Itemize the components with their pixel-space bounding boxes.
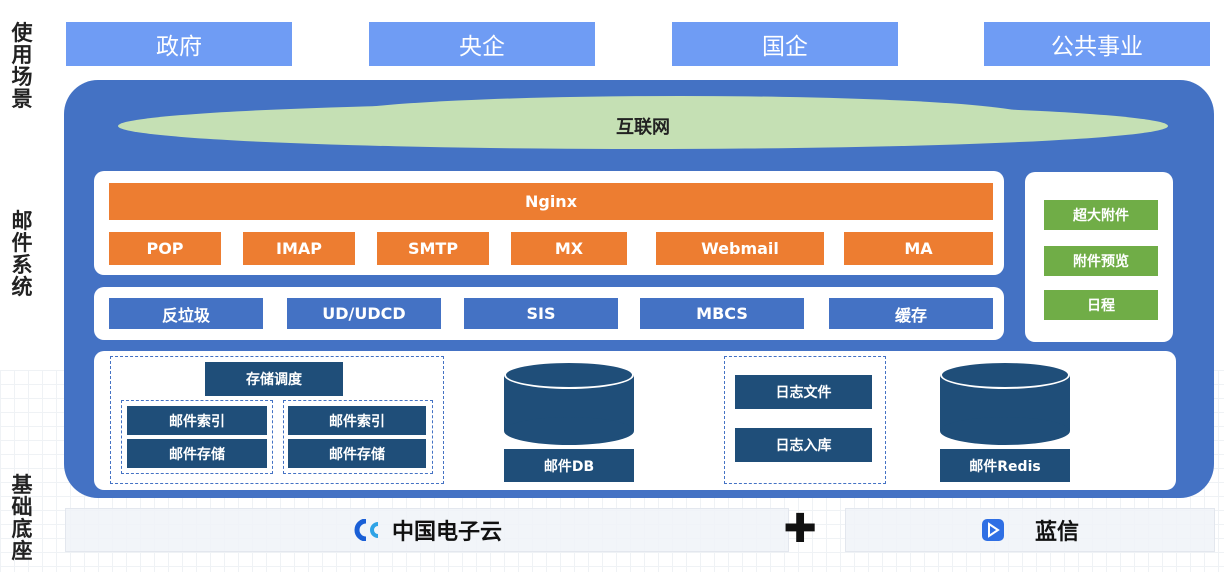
internet-cloud: 互联网 xyxy=(118,103,1168,149)
lanxin-name: 蓝信 xyxy=(1034,520,1079,545)
service-ud-udcd: UD/UDCD xyxy=(287,298,441,329)
log-file: 日志文件 xyxy=(735,375,872,409)
mail-store-left: 邮件存储 xyxy=(127,439,267,468)
protocol-pop: POP xyxy=(109,232,221,265)
scenario-public-utility: 公共事业 xyxy=(984,22,1210,66)
protocol-webmail: Webmail xyxy=(656,232,824,265)
side-label-usage: 使 用 场 景 xyxy=(11,21,33,111)
cloud-provider-bar: 中国电子云 xyxy=(65,508,789,552)
storage-node-left xyxy=(121,400,273,474)
service-sis: SIS xyxy=(464,298,618,329)
side-label-mail-system: 邮 件 系 统 xyxy=(11,209,33,299)
mail-db-label: 邮件DB xyxy=(504,449,634,482)
feature-calendar: 日程 xyxy=(1044,290,1158,320)
service-antispam: 反垃圾 xyxy=(109,298,263,329)
storage-cluster-group xyxy=(110,356,444,484)
log-import: 日志入库 xyxy=(735,428,872,462)
scenario-state-soe: 国企 xyxy=(672,22,898,66)
scenario-government: 政府 xyxy=(66,22,292,66)
lanxin-logo-icon xyxy=(981,519,1004,541)
mail-redis-cylinder-icon xyxy=(940,361,1070,445)
service-mbcs: MBCS xyxy=(640,298,804,329)
lanxin-bar: 蓝信 xyxy=(845,508,1215,552)
service-cache: 缓存 xyxy=(829,298,993,329)
nginx-bar: Nginx xyxy=(109,183,993,220)
protocol-ma: MA xyxy=(844,232,993,265)
internet-label: 互联网 xyxy=(616,117,670,138)
feature-large-attachment: 超大附件 xyxy=(1044,200,1158,230)
side-label-infra: 基 础 底 座 xyxy=(11,473,33,563)
scenario-central-soe: 央企 xyxy=(369,22,595,66)
plus-icon: ✚ xyxy=(783,506,817,552)
mail-index-right: 邮件索引 xyxy=(288,406,426,435)
mail-redis-label: 邮件Redis xyxy=(940,449,1070,482)
mail-store-right: 邮件存储 xyxy=(288,439,426,468)
protocol-mx: MX xyxy=(511,232,627,265)
log-group xyxy=(724,356,886,484)
storage-schedule: 存储调度 xyxy=(205,362,343,396)
cloud-logo-icon xyxy=(354,519,379,541)
storage-node-right xyxy=(283,400,433,474)
mail-db-cylinder-icon xyxy=(504,361,634,445)
cloud-provider-name: 中国电子云 xyxy=(391,520,502,545)
protocol-smtp: SMTP xyxy=(377,232,489,265)
feature-attachment-preview: 附件预览 xyxy=(1044,246,1158,276)
mail-index-left: 邮件索引 xyxy=(127,406,267,435)
protocol-imap: IMAP xyxy=(243,232,355,265)
